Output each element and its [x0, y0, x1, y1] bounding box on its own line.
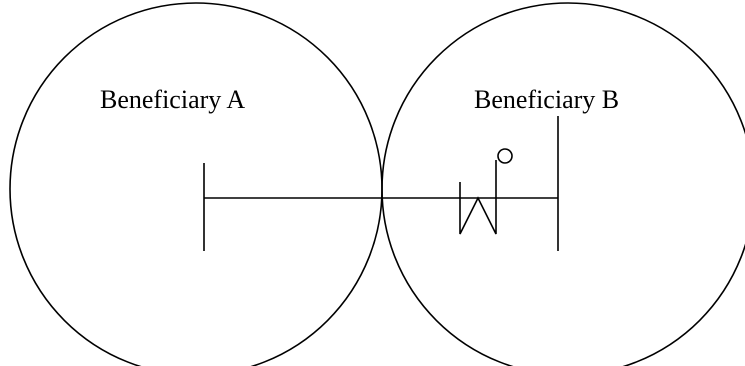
- beneficiary-b-label: Beneficiary B: [474, 85, 619, 114]
- zigzag-symbol: [459, 160, 497, 235]
- beneficiary-b-circle: [381, 2, 745, 366]
- knob-icon: [497, 148, 513, 164]
- beneficiary-a-circle: [9, 2, 383, 366]
- beneficiary-a-label: Beneficiary A: [100, 85, 245, 114]
